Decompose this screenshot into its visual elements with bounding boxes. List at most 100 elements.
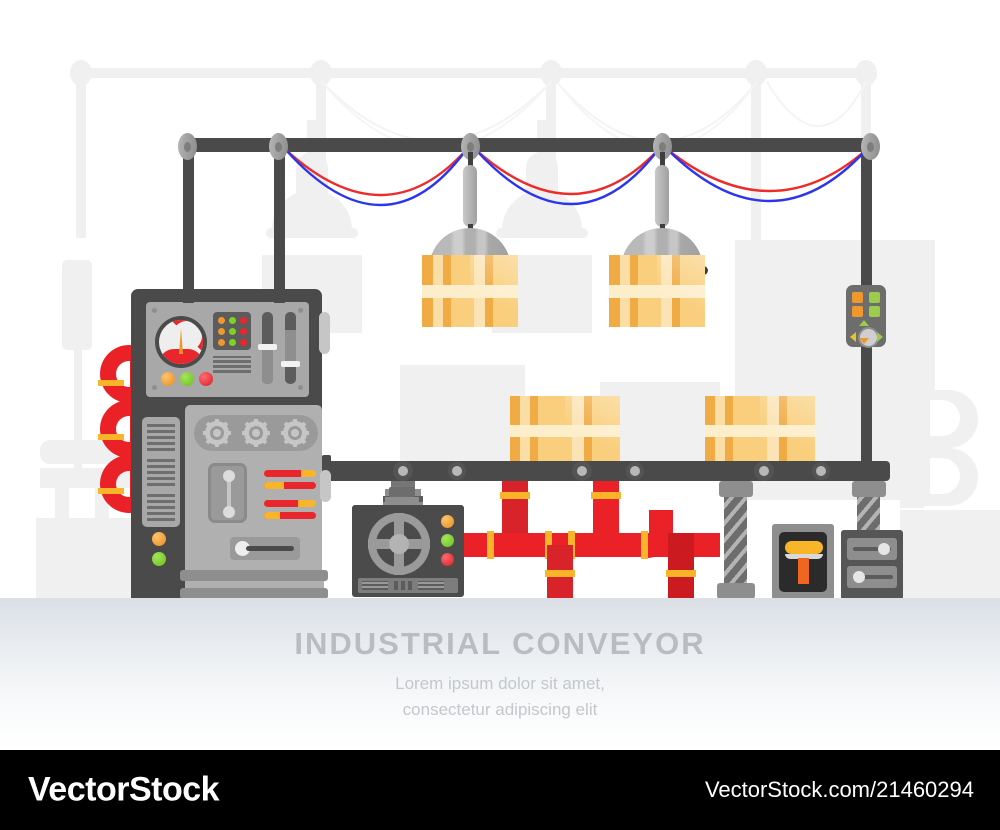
slider-row-1[interactable] xyxy=(847,538,897,560)
pressure-gauge xyxy=(155,316,207,368)
dpad-up-icon[interactable] xyxy=(859,320,869,326)
pipe-band xyxy=(666,570,696,577)
machine-rod-1 xyxy=(183,289,194,303)
pendant-button-bottom-right[interactable] xyxy=(869,306,880,317)
panel-screw xyxy=(152,308,157,313)
pipe-band xyxy=(500,492,530,499)
ghost-pipe-hole xyxy=(930,458,960,494)
panel-vent-grille xyxy=(213,356,251,373)
ghost-post xyxy=(76,78,86,238)
ghost-node xyxy=(310,60,332,86)
ghost-post xyxy=(316,78,326,228)
pendant-button-top-left[interactable] xyxy=(852,292,863,303)
ghost-pipe xyxy=(900,388,924,508)
pump-indicator-orange xyxy=(441,515,454,528)
pump-indicator-green xyxy=(441,534,454,547)
side-vent-panel xyxy=(142,417,180,527)
box-held-1 xyxy=(422,255,518,327)
box-on-belt-2 xyxy=(705,396,815,462)
valve-hub xyxy=(389,534,409,554)
belt-roller xyxy=(754,461,774,481)
pipe-band xyxy=(98,380,124,386)
claw-hang-rod xyxy=(660,152,665,170)
ghost-node xyxy=(540,60,562,86)
subtitle-line-1: Lorem ipsum dolor sit amet, xyxy=(395,674,605,693)
dpad-left-icon[interactable] xyxy=(850,332,856,342)
dpad-down-icon[interactable] xyxy=(859,338,869,344)
vertical-slider-2[interactable] xyxy=(281,312,300,384)
pipe-band xyxy=(591,492,621,499)
pipe-band xyxy=(545,570,575,577)
panel-screw xyxy=(298,385,303,390)
panel-indicator-orange xyxy=(161,372,175,386)
belt-roller xyxy=(812,462,830,480)
rail-node-2 xyxy=(269,133,288,160)
pendant-button-top-right[interactable] xyxy=(869,292,880,303)
page-subtitle: Lorem ipsum dolor sit amet, consectetur … xyxy=(0,671,1000,722)
pipe-segment xyxy=(502,478,528,536)
rail-node-3 xyxy=(461,133,480,160)
ghost-rail xyxy=(70,68,870,78)
claw-hang-rod xyxy=(468,152,473,170)
ghost-claw-bar xyxy=(266,228,358,238)
panel-indicator-red xyxy=(199,372,213,386)
pipe-band xyxy=(98,434,124,440)
pendant-button-bottom-left[interactable] xyxy=(852,306,863,317)
machine-plinth xyxy=(185,581,324,588)
rail-node-5 xyxy=(861,133,880,160)
ghost-part xyxy=(62,260,92,350)
ghost-box xyxy=(600,382,720,467)
caption-block: INDUSTRIAL CONVEYOR Lorem ipsum dolor si… xyxy=(0,628,1000,722)
pipe-band xyxy=(641,531,648,559)
ghost-part xyxy=(900,510,1000,598)
subtitle-line-2: consectetur adipiscing elit xyxy=(402,699,598,719)
progress-bar-1 xyxy=(264,470,316,477)
panel-side-tab xyxy=(310,318,319,340)
rail-node-1 xyxy=(178,133,197,160)
dpad-right-icon[interactable] xyxy=(877,332,883,342)
pipe-band xyxy=(487,531,494,559)
box-on-belt-1 xyxy=(510,396,620,462)
lever-slot[interactable] xyxy=(208,463,247,523)
belt-roller xyxy=(572,461,592,481)
paint-roller-icon xyxy=(785,541,823,554)
ghost-part xyxy=(55,488,69,518)
gantry-post-2 xyxy=(274,148,285,300)
belt-roller xyxy=(626,462,644,480)
machine-plinth xyxy=(180,570,328,581)
ground-surface xyxy=(0,598,1000,750)
paint-handle-icon xyxy=(798,558,809,584)
progress-bar-4 xyxy=(264,512,316,519)
vectorstock-url: VectorStock.com/21460294 xyxy=(704,777,974,802)
side-indicator-orange xyxy=(152,532,166,546)
progress-bar-2 xyxy=(264,482,316,489)
machine-side-tab xyxy=(322,455,331,475)
page-title: INDUSTRIAL CONVEYOR xyxy=(294,626,706,661)
machine-plinth xyxy=(180,588,328,599)
ghost-node xyxy=(745,60,767,86)
paint-roller-frame-icon xyxy=(785,554,823,559)
machine-side-handle xyxy=(320,470,331,502)
pipe-segment xyxy=(692,533,720,557)
gantry-rail xyxy=(188,138,872,152)
claw-cylinder xyxy=(655,165,669,227)
vectorstock-brand: VectorStock xyxy=(28,770,220,809)
vertical-slider-1[interactable] xyxy=(258,312,277,384)
ghost-part xyxy=(74,348,82,468)
progress-bar-3 xyxy=(264,500,316,507)
gear-icons xyxy=(203,419,309,447)
ghost-node xyxy=(855,60,877,86)
horizontal-lever[interactable] xyxy=(230,537,300,560)
box-held-2 xyxy=(609,255,705,327)
side-indicator-green xyxy=(152,552,166,566)
panel-screw xyxy=(152,385,157,390)
claw-cylinder xyxy=(463,165,477,227)
machine-rod-2 xyxy=(274,289,285,303)
panel-screw xyxy=(298,308,303,313)
pipe-segment xyxy=(668,533,694,600)
panel-indicator-green xyxy=(180,372,194,386)
power-cables xyxy=(285,149,867,207)
panel-side-handle xyxy=(319,312,330,354)
slider-row-2[interactable] xyxy=(847,566,897,588)
